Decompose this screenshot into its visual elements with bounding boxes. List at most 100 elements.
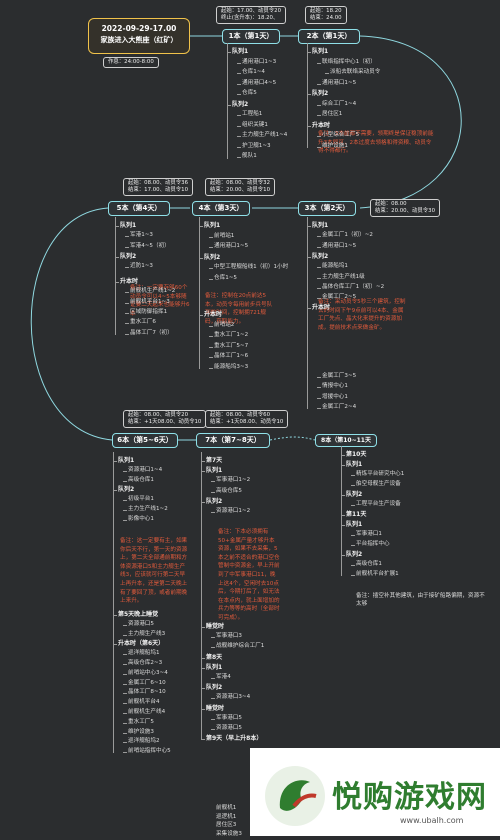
branch-item: 高级仓库1 [356, 561, 382, 567]
branch-tick [123, 722, 127, 724]
note-stage-7: 备注：下本必须拥有50+金属产量才够升本资源，如果不去采集，5本之前不适合的港口… [218, 529, 280, 621]
branch-spine [199, 217, 200, 369]
branch-tick [317, 298, 321, 300]
branch-item: 高级仓库5 [216, 487, 242, 494]
stage-node-5[interactable]: 5本（第4天） [108, 201, 170, 216]
branch-tick [115, 282, 119, 283]
branch-item: 金属工厂2~4 [322, 403, 357, 410]
branch-tick [209, 336, 213, 337]
branch-group-label: 升本时 [312, 121, 331, 129]
branch-tick [123, 673, 127, 675]
branch-item: 战舰维护综合工厂1 [216, 643, 265, 650]
branch-tick [317, 115, 321, 116]
branch-tick [317, 146, 321, 148]
stage-node-3[interactable]: 3本（第2天） [298, 201, 356, 216]
branch-item: 主力生产线1~2 [128, 506, 168, 512]
branch-item: 前舰机平台1~3 [130, 298, 170, 305]
branch-tick [113, 644, 117, 646]
branch-item: 晶体工厂8~10 [128, 689, 166, 696]
branch-tick [237, 125, 241, 127]
branch-tick [341, 455, 345, 456]
branch-item: 仓库1~5 [214, 274, 237, 281]
branch-item: 重水工厂5 [128, 718, 154, 725]
branch-item: 重水工厂1~2 [214, 332, 249, 338]
stage-node-2[interactable]: 2本（第1天） [298, 29, 360, 44]
stage-node-4[interactable]: 4本（第3天） [192, 201, 250, 216]
info-box-2: 起始：18.20 结束：24.00 [305, 6, 347, 24]
branch-group-label: 升本时 [204, 311, 223, 318]
branch-tick [317, 104, 321, 106]
branch-tick [317, 387, 321, 389]
branch-item: 能源船坞3~3 [214, 363, 249, 370]
info-2-start: 起始：18.20 [310, 8, 342, 14]
branch-tick [123, 693, 127, 695]
stage-node-1[interactable]: 1本（第1天） [222, 29, 280, 44]
branch-item: 工程船1 [242, 111, 263, 117]
stage-node-6[interactable]: 6本（第5~6天） [112, 433, 178, 448]
branch-tick [211, 647, 215, 649]
stage-node-7[interactable]: 7本（第7~8天） [196, 433, 270, 448]
branch-group-label: 队列2 [120, 252, 137, 260]
branch-tick [209, 278, 213, 280]
branch-tick [123, 752, 127, 754]
info-3-start: 起始：08.00 [375, 201, 407, 207]
title-box: 2022-09-29-17.00 家族进入大熊座（红矿） [88, 18, 190, 54]
info-4-end: 结束：20.00、动员令10 [210, 187, 271, 193]
branch-tick [201, 461, 205, 462]
branch-item: 军事港口1 [356, 531, 382, 537]
branch-group-label: 第11天 [346, 511, 367, 518]
branch-item: 情报中心1 [322, 383, 348, 390]
branch-tick [351, 475, 355, 476]
branch-item: 舰队1 [242, 153, 257, 159]
note-stage-8: 备注：插空补其他建筑，由于接矿船路偏期，资源不太够 [356, 593, 485, 607]
branch-tick [113, 490, 117, 492]
branch-item: 精炼平台研究中心1 [356, 471, 405, 477]
branch-group-label: 队列1 [312, 222, 329, 229]
branch-group-label: 队列2 [232, 100, 249, 108]
branch-item: 巡洋舰船坞1 [128, 650, 160, 657]
title-date: 2022-09-29-17.00 [101, 24, 177, 33]
branch-item: 通用港口1~5 [322, 79, 357, 86]
branch-spine [115, 217, 116, 335]
branch-tick [113, 461, 117, 462]
branch-tick [211, 698, 215, 700]
info-6-end: 结束：+1天08.00、动员令10 [128, 419, 202, 425]
branch-tick [123, 654, 127, 656]
branch-tick [123, 664, 127, 665]
branch-item: 能源船坞1 [322, 263, 348, 270]
branch-item: 主力舰生产线3 [128, 630, 166, 637]
branch-tick [317, 62, 321, 64]
branch-tick [325, 73, 329, 74]
branch-tick [201, 688, 205, 690]
branch-group-label: 队列1 [204, 222, 221, 229]
branch-item: 晶体工厂7（初） [130, 329, 173, 336]
branch-item: 晶体仓库工厂1（初）~2 [322, 283, 385, 290]
branch-item: 重水工厂5~7 [214, 342, 249, 349]
branch-group-label: 升本时 [312, 304, 331, 312]
branch-tick [317, 236, 321, 238]
branch-tick [351, 535, 355, 536]
branch-tick [237, 146, 241, 148]
branch-item: 仓库5 [242, 90, 257, 96]
branch-tick [341, 525, 345, 526]
branch-tick [199, 257, 203, 259]
logo-text: 悦购游戏网 [332, 780, 487, 815]
branch-tick [209, 367, 213, 369]
branch-group-label: 第5天晚上睡觉 [118, 611, 159, 618]
branch-tick [341, 465, 345, 466]
branch-item: 前哨站2 [214, 321, 235, 328]
branch-tick [123, 713, 127, 714]
branch-tick [123, 470, 127, 472]
branch-tick [125, 302, 129, 304]
branch-item: 综合工厂1~4 [322, 100, 357, 107]
branch-tick [123, 480, 127, 482]
branch-group-label: 队列1 [206, 663, 223, 671]
branch-tick [211, 481, 215, 483]
branch-tick [115, 226, 119, 227]
branch-spine [341, 446, 342, 576]
branch-item: 通用港口1~5 [214, 243, 249, 249]
branch-item: 小型综合工厂5 [322, 132, 360, 138]
stage-node-8[interactable]: 8本（第10~11天 [315, 434, 377, 447]
branch-item: 护卫舰1~3 [242, 142, 271, 149]
